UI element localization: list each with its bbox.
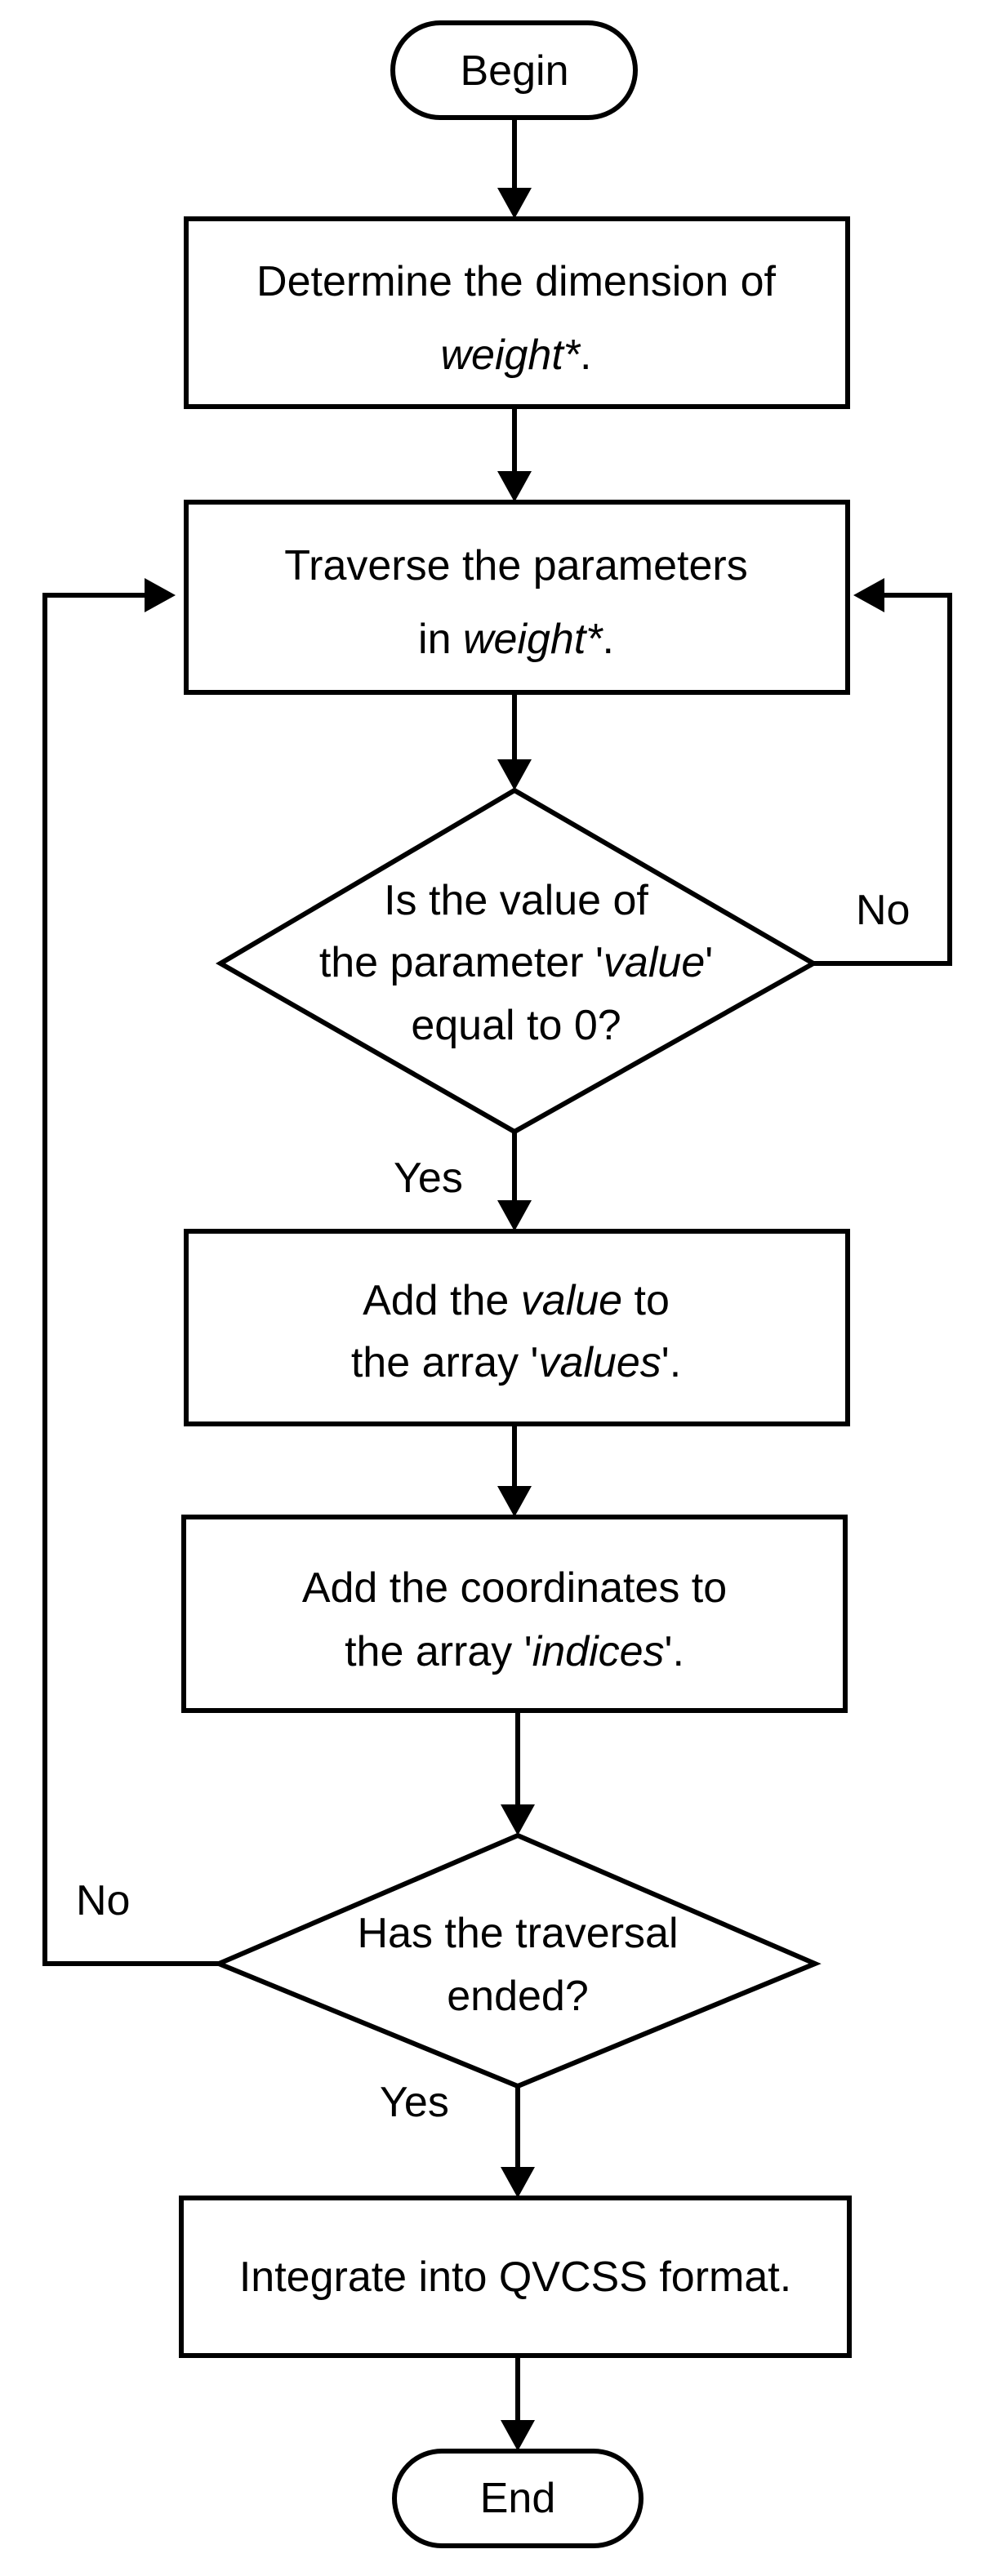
add-coordinates-line2: the array 'indices'. — [345, 1628, 684, 1675]
integrate-shape — [179, 2196, 852, 2358]
traverse-parameters-line2-after: . — [603, 616, 614, 663]
add-value-line2-after: '. — [661, 1339, 681, 1386]
add-coordinates-line1: Add the coordinates to — [302, 1564, 727, 1612]
edge-determine-to-traverse — [497, 407, 532, 502]
edge-check-value-yes — [497, 1132, 532, 1231]
add-coordinates-line2-after: '. — [665, 1628, 684, 1675]
determine-dimension-line2-after: . — [580, 331, 591, 379]
check-value-line2: the parameter 'value' — [319, 939, 713, 986]
check-end-diamond — [212, 1832, 822, 2089]
add-coordinates-node: Add the coordinates to the array 'indice… — [181, 1515, 848, 1713]
edge-add-value-to-add-coords — [497, 1424, 532, 1517]
edge-check-end-no-loop — [42, 578, 219, 1966]
traverse-parameters-shape — [184, 500, 850, 695]
add-value-line2-before: the array ' — [351, 1339, 539, 1386]
add-value-line1-before: Add the — [363, 1277, 521, 1324]
check-value-param: value — [603, 939, 705, 986]
edges — [42, 118, 952, 2451]
traverse-parameters-node: Traverse the parameters in weight*. — [184, 500, 850, 695]
traverse-parameters-line2: in weight*. — [418, 616, 614, 663]
end-node: End — [392, 2449, 644, 2548]
add-value-node: Add the value to the array 'values'. — [184, 1229, 850, 1426]
edge-integrate-to-end — [501, 2356, 535, 2451]
add-value-shape — [184, 1229, 850, 1426]
add-coordinates-shape — [181, 1515, 848, 1713]
add-value-line2: the array 'values'. — [351, 1339, 681, 1386]
check-value-line2-before: the parameter ' — [319, 939, 603, 986]
check-value-line1: Is the value of — [384, 877, 648, 924]
edge-check-value-no-loop — [813, 578, 952, 966]
determine-dimension-shape — [184, 216, 850, 409]
traverse-parameters-weight: weight* — [463, 616, 603, 663]
label-check-end-no: No — [76, 1877, 130, 1924]
add-value-values: values — [538, 1339, 661, 1386]
determine-dimension-node: Determine the dimension of weight*. — [184, 216, 850, 409]
begin-shape — [390, 20, 638, 120]
begin-node: Begin — [390, 20, 638, 120]
edge-traverse-to-check-value — [497, 692, 532, 790]
label-check-value-no: No — [856, 887, 910, 934]
end-label: End — [480, 2475, 556, 2522]
determine-dimension-line2: weight*. — [440, 331, 591, 379]
add-coordinates-line2-before: the array ' — [345, 1628, 532, 1675]
edge-begin-to-determine — [497, 118, 532, 219]
check-end-decision: Has the traversal ended? — [212, 1832, 822, 2089]
label-check-value-yes: Yes — [394, 1155, 463, 1202]
add-value-value: value — [521, 1277, 622, 1324]
traverse-parameters-line1: Traverse the parameters — [284, 542, 747, 589]
add-coordinates-indices: indices — [532, 1628, 665, 1675]
check-end-line2: ended? — [447, 1973, 589, 2020]
traverse-parameters-line2-before: in — [418, 616, 463, 663]
add-value-line1-after: to — [622, 1277, 670, 1324]
check-value-decision: Is the value of the parameter 'value' eq… — [216, 787, 819, 1135]
determine-dimension-weight: weight* — [440, 331, 581, 379]
check-value-diamond — [216, 787, 819, 1135]
begin-label: Begin — [461, 47, 569, 95]
check-end-line1: Has the traversal — [357, 1910, 678, 1957]
edge-check-end-yes — [501, 2086, 535, 2198]
add-value-line1: Add the value to — [363, 1277, 670, 1324]
end-shape — [392, 2449, 644, 2548]
label-check-end-yes: Yes — [380, 2079, 449, 2126]
check-value-line2-after: ' — [705, 939, 713, 986]
integrate-node: Integrate into QVCSS format. — [179, 2196, 852, 2358]
check-value-line3: equal to 0? — [411, 1002, 621, 1049]
integrate-label: Integrate into QVCSS format. — [239, 2253, 791, 2301]
edge-add-coords-to-check-end — [501, 1711, 535, 1835]
determine-dimension-line1: Determine the dimension of — [256, 258, 776, 305]
